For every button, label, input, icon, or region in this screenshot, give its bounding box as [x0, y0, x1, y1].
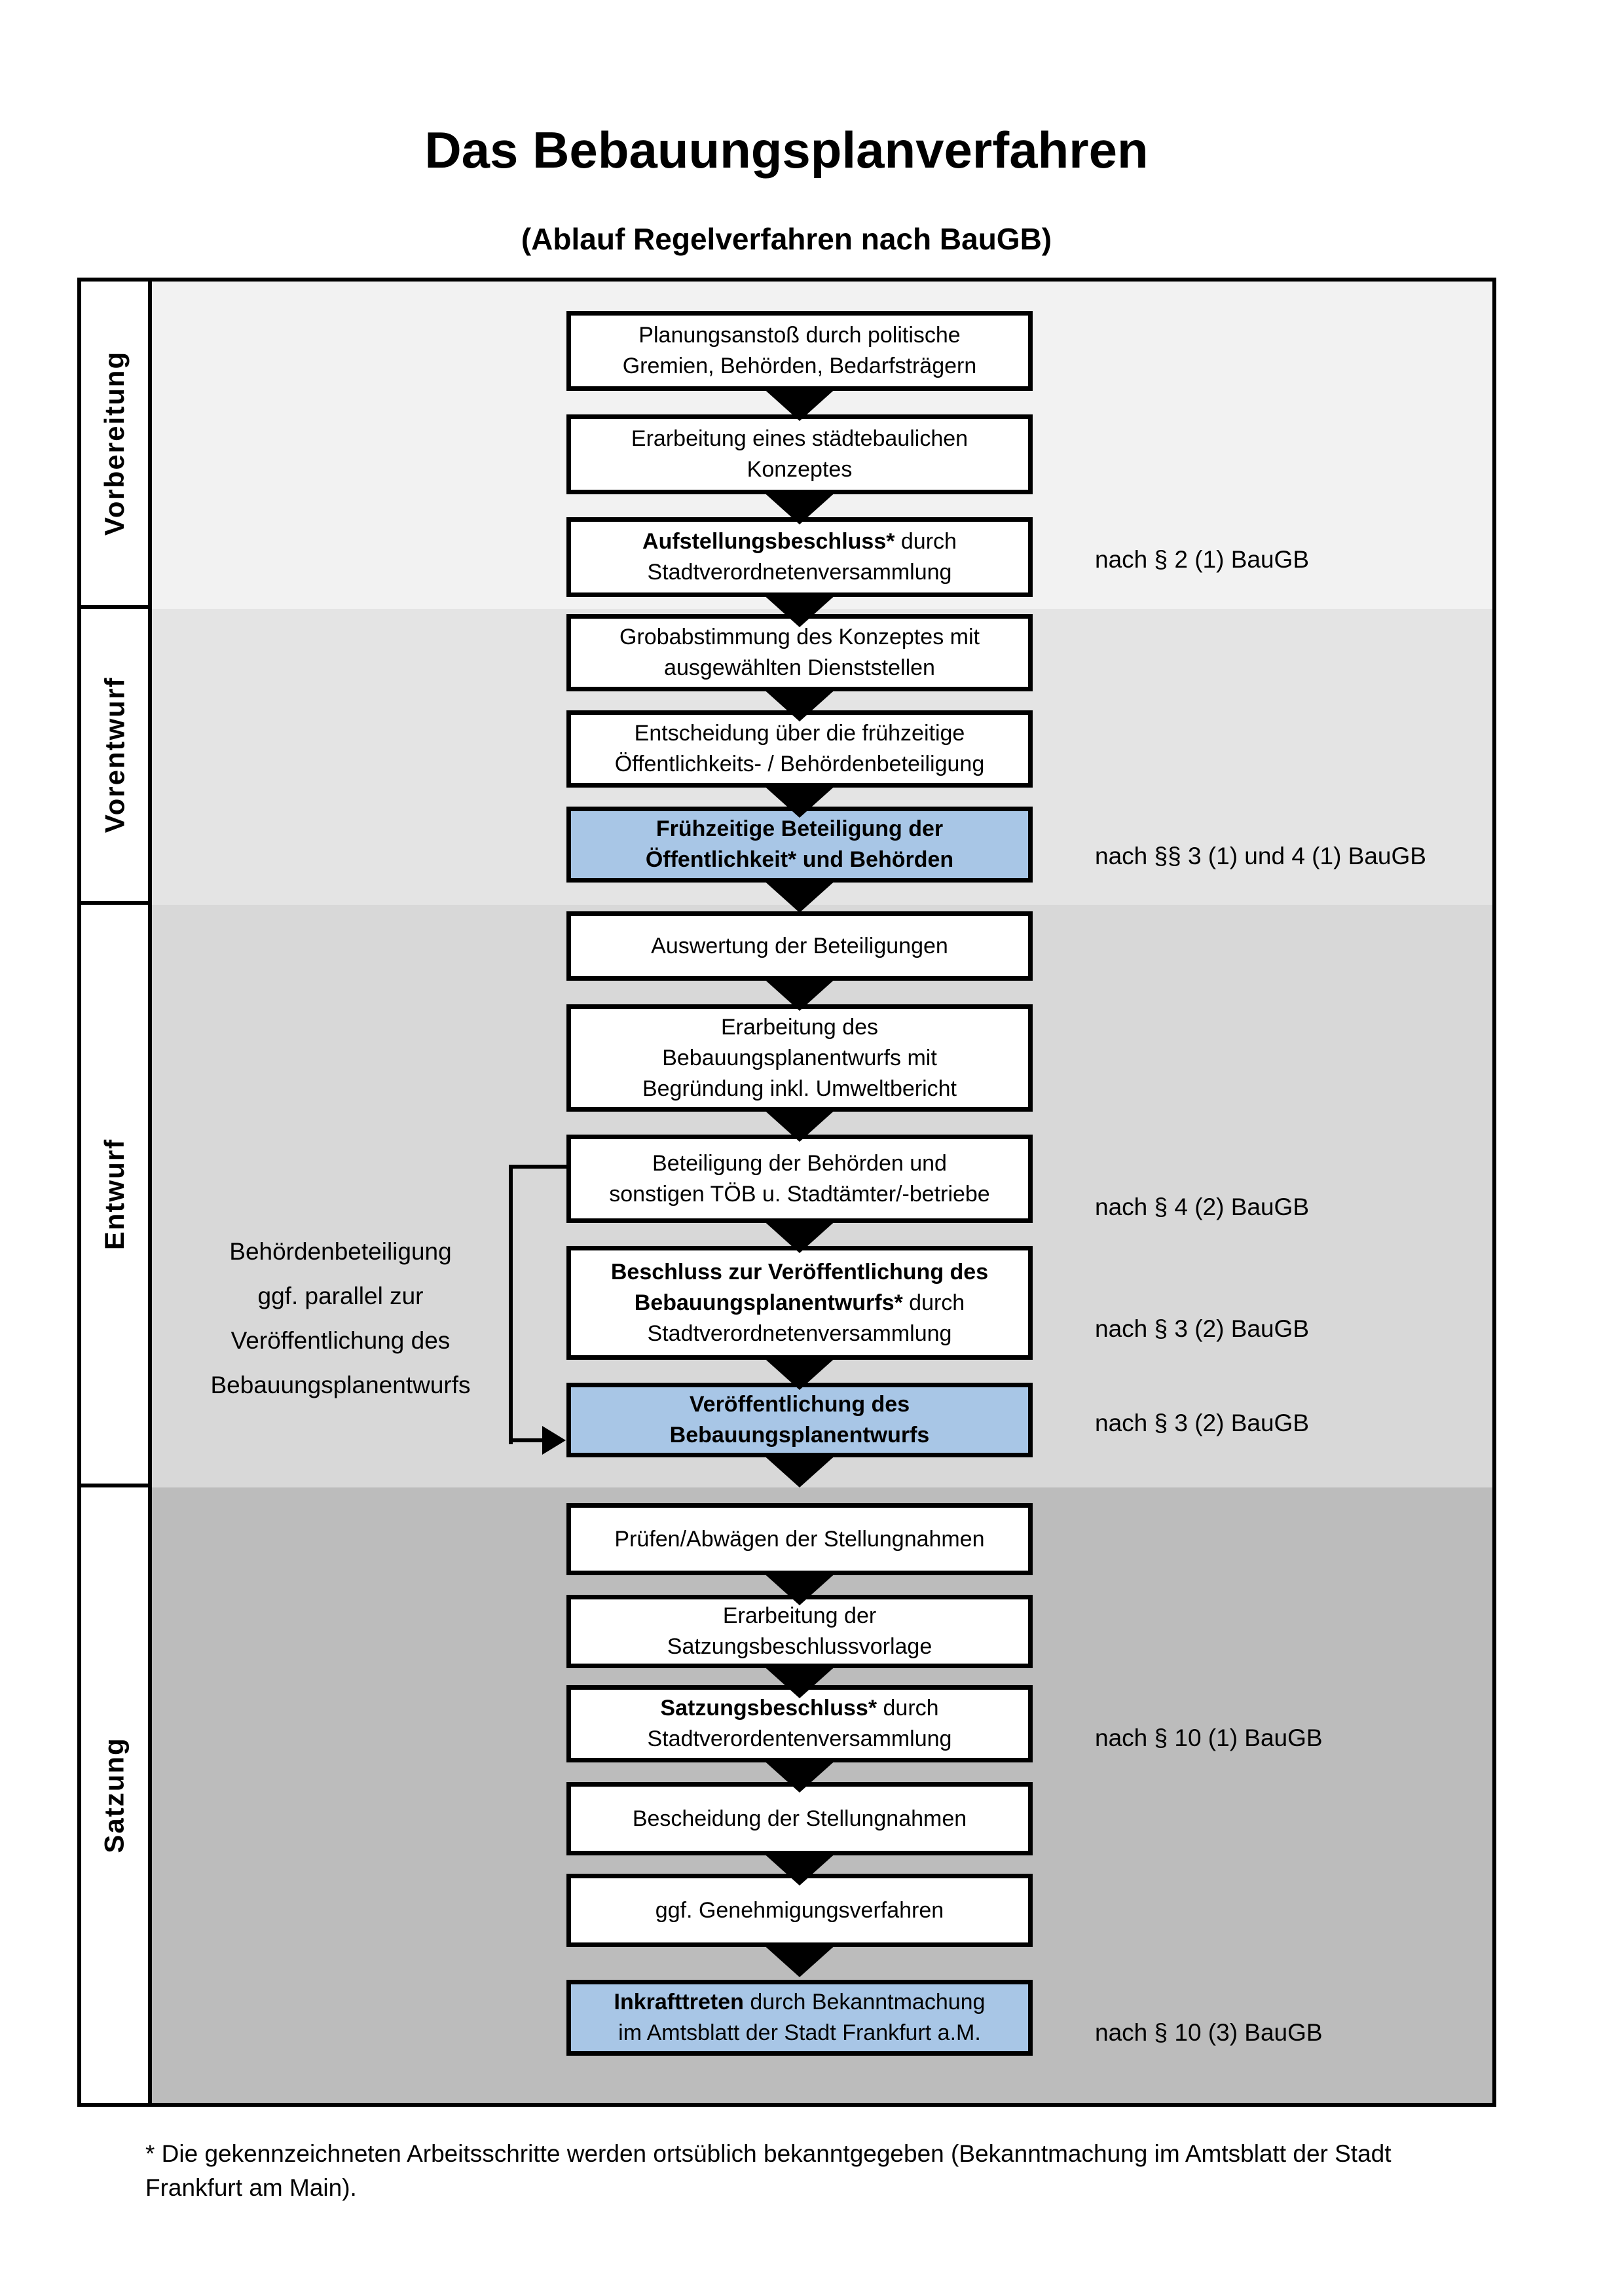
phase-band-entwurf: [148, 905, 1492, 1487]
phase-label-satzung: Satzung: [99, 1737, 130, 1853]
phase-label-cell-vorentwurf: Vorentwurf: [81, 609, 148, 905]
phase-label-entwurf: Entwurf: [99, 1138, 130, 1250]
phase-band-vorbereitung: [148, 282, 1492, 609]
footnote-line-1: * Die gekennzeichneten Arbeitsschritte w…: [145, 2140, 1392, 2167]
page-title: Das Bebauungsplanverfahren: [424, 121, 1149, 179]
phase-label-vorbereitung: Vorbereitung: [99, 350, 130, 536]
phase-label-column: Vorbereitung Vorentwurf Entwurf Satzung: [81, 282, 152, 2103]
phase-label-vorentwurf: Vorentwurf: [99, 676, 130, 833]
footnote: * Die gekennzeichneten Arbeitsschritte w…: [145, 2137, 1521, 2205]
footnote-line-2: Frankfurt am Main).: [145, 2174, 357, 2201]
phase-label-cell-entwurf: Entwurf: [81, 905, 148, 1487]
phase-label-cell-vorbereitung: Vorbereitung: [81, 282, 148, 609]
phase-band-satzung: [148, 1487, 1492, 2103]
phase-label-cell-satzung: Satzung: [81, 1487, 148, 2103]
phase-bands: [148, 282, 1492, 2103]
page-subtitle: (Ablauf Regelverfahren nach BauGB): [521, 222, 1052, 256]
phase-band-vorentwurf: [148, 609, 1492, 905]
flowchart-frame: Vorbereitung Vorentwurf Entwurf Satzung: [77, 278, 1496, 2107]
